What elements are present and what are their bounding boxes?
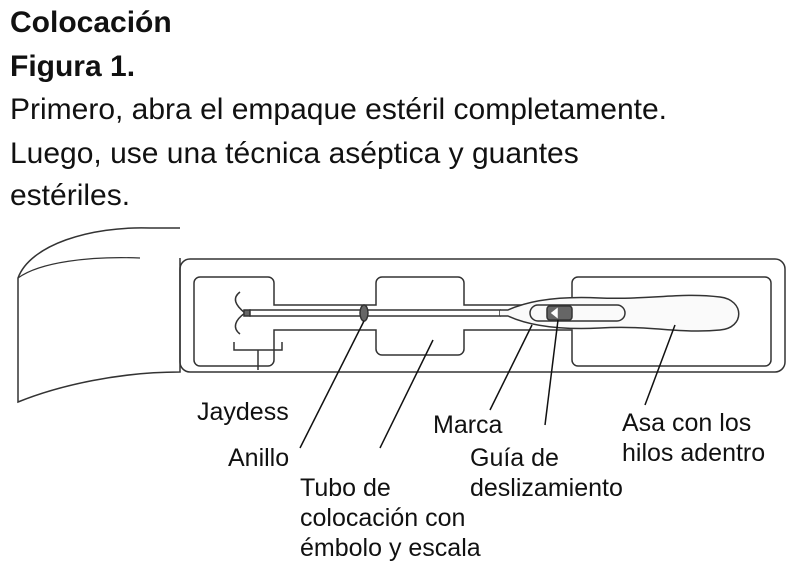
- heading: Colocación: [10, 6, 172, 39]
- label-line: Tubo de: [300, 474, 391, 502]
- package-flap: [17, 227, 181, 404]
- label-anillo: Anillo: [228, 444, 290, 472]
- package-tray: [179, 258, 786, 373]
- insertion-tube: [249, 309, 501, 317]
- label-marca: Marca: [433, 411, 503, 439]
- instruction-line: Luego, use una técnica aséptica y guante…: [10, 137, 579, 170]
- label-line: hilos adentro: [622, 439, 766, 467]
- label-line: colocación con: [300, 504, 466, 532]
- label-line: émbolo y escala: [300, 534, 481, 562]
- label-line: deslizamiento: [470, 474, 623, 502]
- handle: [500, 294, 740, 332]
- label-line: Asa con los: [622, 409, 752, 437]
- label-jaydess: Jaydess: [197, 398, 289, 426]
- label-line: Guía de: [470, 444, 559, 472]
- tray-compartments: [193, 276, 772, 367]
- slider: [546, 305, 573, 321]
- label-asa: Asa con los hilos adentro: [622, 408, 765, 468]
- instruction-line: estériles.: [10, 179, 131, 212]
- label-guia: Guía de deslizamiento: [470, 443, 623, 503]
- label-tubo: Tubo de colocación con émbolo y escala: [300, 473, 481, 563]
- figure-label: Figura 1.: [10, 50, 136, 83]
- instruction-line: Primero, abra el empaque estéril complet…: [10, 93, 667, 126]
- bracket: [233, 342, 283, 370]
- iud-icon: [234, 291, 251, 335]
- ring: [359, 304, 369, 322]
